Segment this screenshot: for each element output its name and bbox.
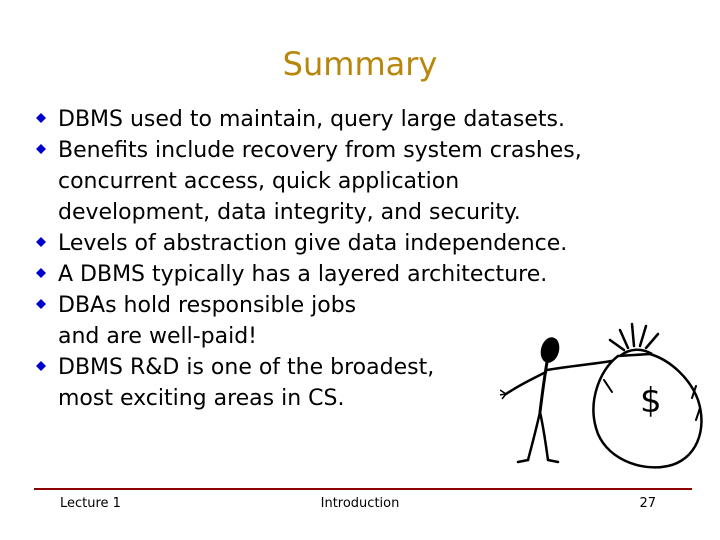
footer-lecture: Lecture 1 — [60, 496, 121, 511]
bullet-item: Levels of abstraction give data independ… — [34, 228, 710, 259]
bullet-list: DBMS used to maintain, query large datas… — [34, 104, 710, 414]
bullet-line: development, data integrity, and securit… — [58, 200, 521, 225]
diamond-bullet-icon — [36, 144, 46, 154]
bullet-line: DBMS used to maintain, query large datas… — [58, 107, 565, 132]
bullet-line: most exciting areas in CS. — [58, 386, 345, 411]
stick-figure-money-bag-icon: $ — [500, 322, 703, 469]
slide-title-text: Summary — [282, 45, 438, 83]
bullet-line: DBMS R&D is one of the broadest, — [58, 355, 435, 380]
bullet-line: concurrent access, quick application — [58, 169, 460, 194]
slide-title: Summary — [0, 44, 720, 84]
money-bag-dollar-label: $ — [640, 381, 662, 421]
bullet-line: Levels of abstraction give data independ… — [58, 231, 568, 256]
footer-topic: Introduction — [320, 496, 400, 511]
diamond-bullet-icon — [36, 113, 46, 123]
bullet-item: DBAs hold responsible jobs and are well-… — [34, 290, 710, 352]
diamond-bullet-icon — [36, 299, 46, 309]
diamond-bullet-icon — [36, 361, 46, 371]
bullet-item: Benefits include recovery from system cr… — [34, 135, 710, 228]
bullet-line: Benefits include recovery from system cr… — [58, 138, 582, 163]
bullet-item: DBMS used to maintain, query large datas… — [34, 104, 710, 135]
diamond-bullet-icon — [36, 268, 46, 278]
bullet-item: A DBMS typically has a layered architect… — [34, 259, 710, 290]
bullet-item: DBMS R&D is one of the broadest, most ex… — [34, 352, 710, 414]
diamond-bullet-icon — [36, 237, 46, 247]
bullet-line: and are well-paid! — [58, 324, 257, 349]
footer-page-number: 27 — [639, 496, 656, 511]
bullet-line: DBAs hold responsible jobs — [58, 293, 357, 318]
bullet-line: A DBMS typically has a layered architect… — [58, 262, 548, 287]
footer-divider — [34, 488, 692, 490]
